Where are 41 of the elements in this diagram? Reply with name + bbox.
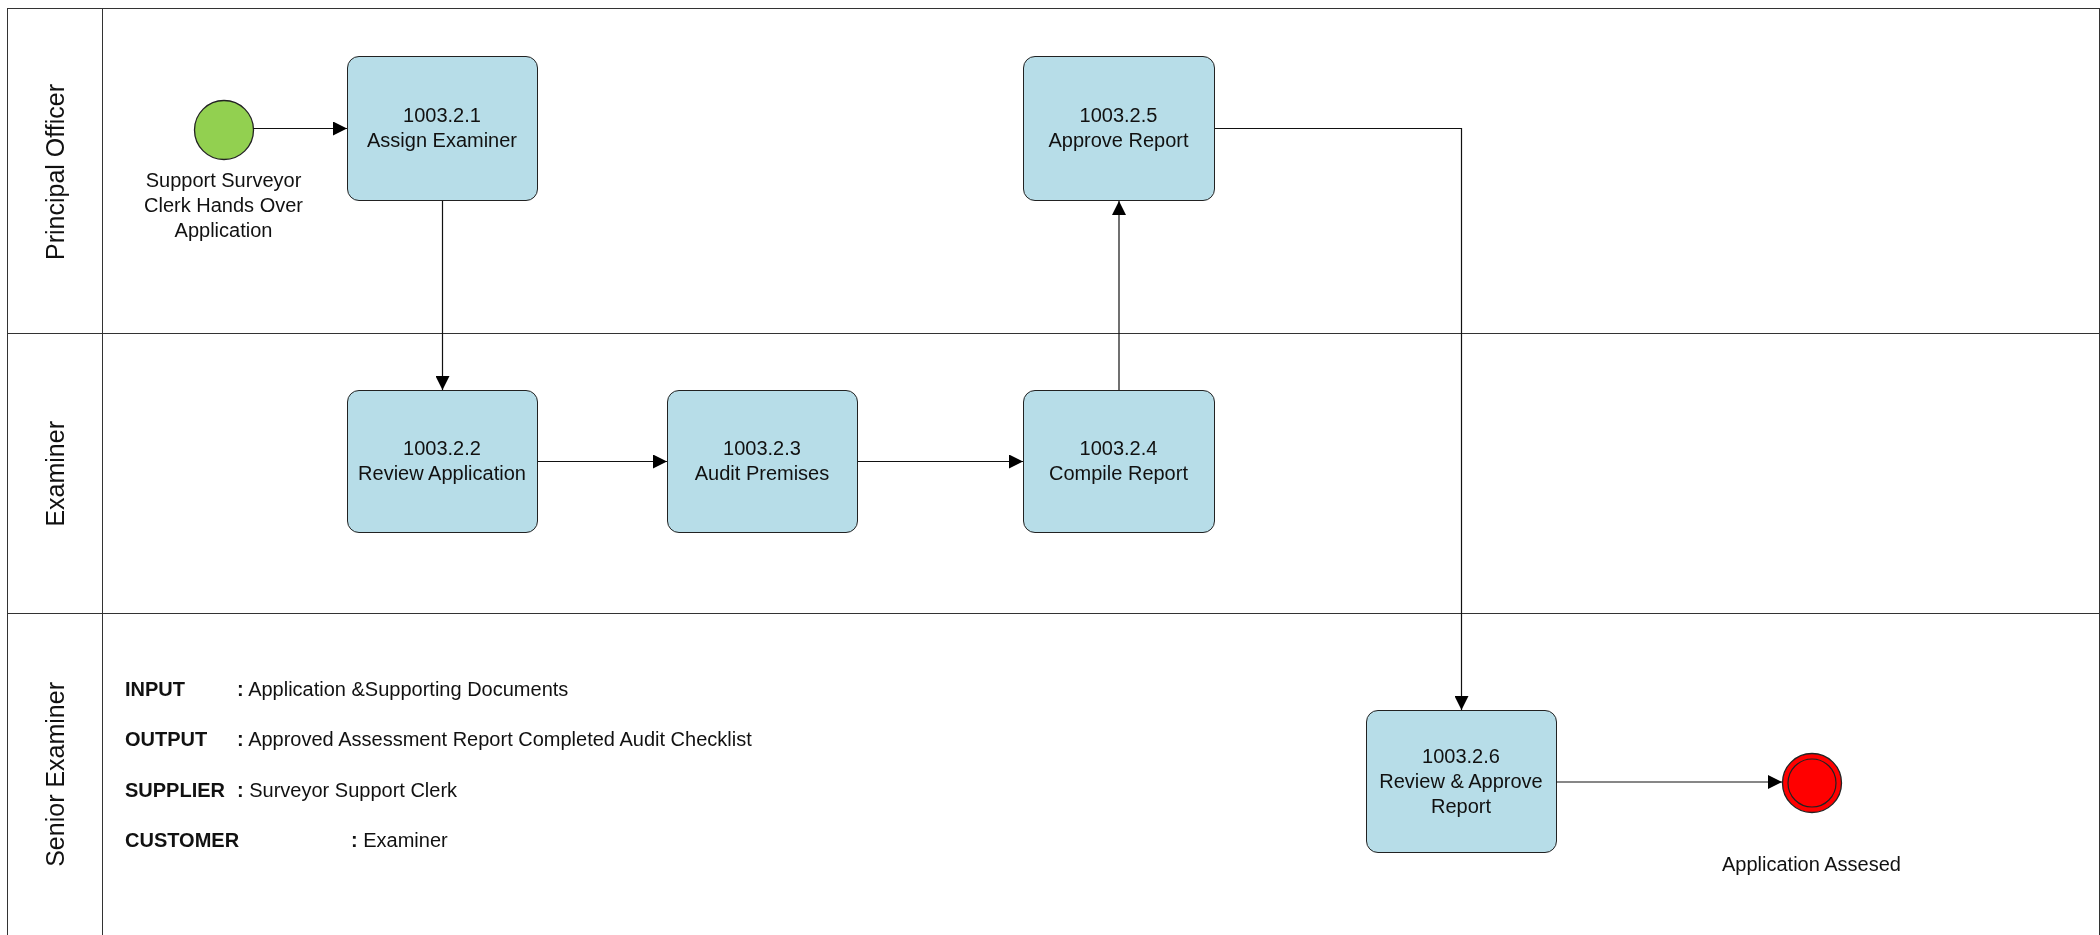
field-value: : Approved Assessment Report Completed Audit Checklist bbox=[237, 728, 752, 751]
arrow bbox=[537, 454, 668, 469]
task-box bbox=[346, 389, 538, 533]
task-id: 1003.2.2 bbox=[403, 436, 481, 461]
field-value: : Examiner bbox=[351, 829, 448, 852]
swimlane bbox=[7, 8, 2100, 334]
task-box bbox=[666, 389, 858, 533]
event-label: Support Surveyor Clerk Hands Over Application bbox=[143, 167, 304, 243]
arrow bbox=[1214, 127, 1469, 711]
event-label: Application Assesed bbox=[1722, 851, 1901, 877]
task-name: Assign Examiner bbox=[366, 128, 518, 153]
task-name: Approve Report bbox=[1048, 128, 1189, 153]
task-id: 1003.2.1 bbox=[403, 103, 481, 128]
task-box bbox=[1022, 389, 1215, 533]
swimlane bbox=[7, 613, 2100, 935]
field-name: CUSTOMER bbox=[125, 829, 240, 852]
arrow bbox=[1112, 200, 1126, 391]
field-name: INPUT bbox=[125, 678, 185, 701]
task-box bbox=[1022, 55, 1215, 201]
task-name: Compile Report bbox=[1049, 461, 1188, 486]
task-id: 1003.2.5 bbox=[1079, 103, 1158, 128]
task-name: Review & Approve Report bbox=[1378, 768, 1544, 819]
task-box bbox=[1365, 709, 1557, 853]
lane-title: Senior Examiner bbox=[40, 682, 70, 867]
swimlane bbox=[7, 333, 2100, 614]
task-box bbox=[346, 55, 538, 201]
task-name: Audit Premises bbox=[694, 461, 830, 486]
task-id: 1003.2.6 bbox=[1422, 743, 1500, 769]
task-id: 1003.2.3 bbox=[723, 436, 801, 461]
arrow bbox=[435, 200, 450, 391]
lane-title: Principal Officer bbox=[40, 83, 70, 260]
field-value: : Application &Supporting Documents bbox=[237, 678, 569, 701]
field-name: OUTPUT bbox=[125, 728, 208, 751]
arrow bbox=[1556, 775, 1783, 789]
field-name: SUPPLIER bbox=[125, 779, 226, 802]
arrow bbox=[253, 121, 348, 136]
task-id: 1003.2.4 bbox=[1079, 436, 1158, 461]
arrow bbox=[857, 454, 1024, 469]
task-name: Review Application bbox=[358, 461, 526, 486]
lane-title: Examiner bbox=[40, 421, 70, 527]
field-value: : Surveyor Support Clerk bbox=[237, 779, 458, 802]
